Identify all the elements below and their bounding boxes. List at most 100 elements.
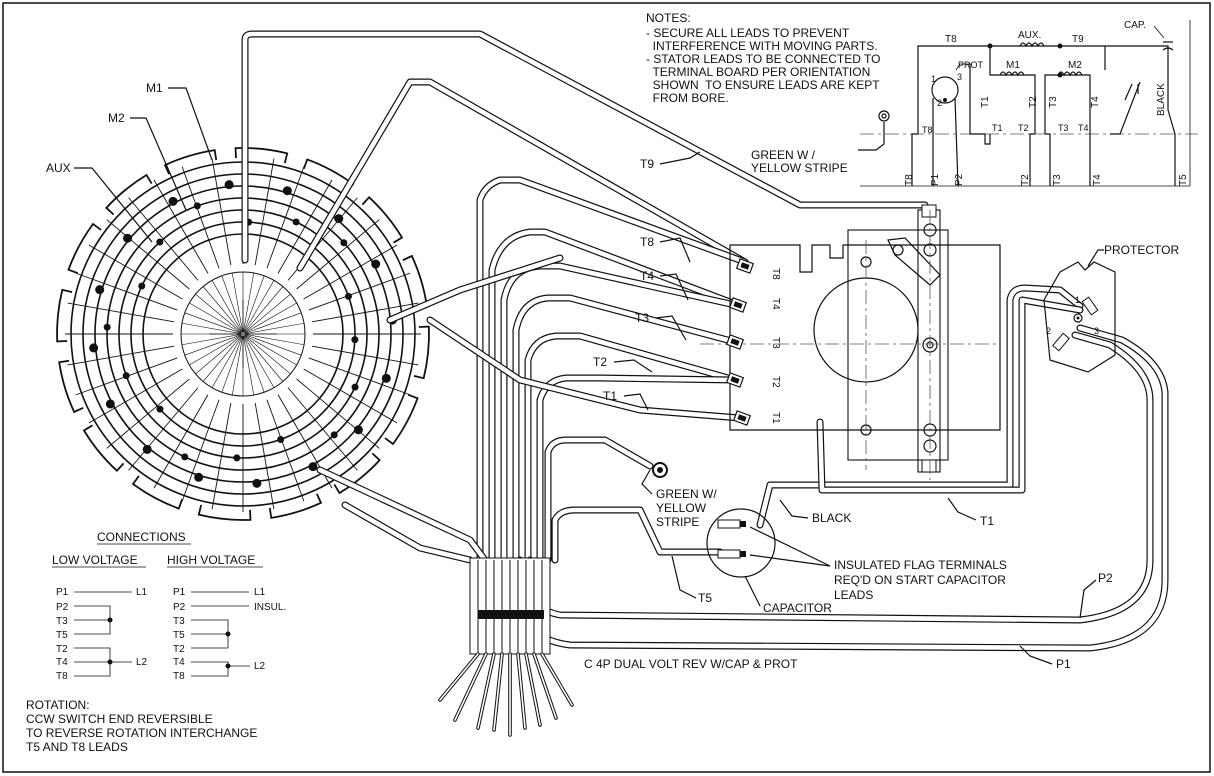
- t1-lower-leader: [947, 497, 977, 521]
- schem-mark-t3: T3: [1058, 123, 1069, 133]
- capacitor-label: CAPACITOR: [763, 601, 832, 615]
- lead-p1-label: P1: [1056, 657, 1071, 671]
- board-t3-label: T3: [770, 337, 781, 349]
- schem-m1-label: M1: [1006, 60, 1020, 71]
- m2-leader: [130, 117, 187, 211]
- insulated-label-2: REQ'D ON START CAPACITOR: [834, 573, 1006, 587]
- insulated-label-1: INSULATED FLAG TERMINALS: [834, 558, 1007, 572]
- stator-windings: [56, 147, 430, 521]
- green-mid-label-2: YELLOW: [656, 501, 707, 515]
- black-leader: [779, 499, 809, 519]
- schem-mark-t2: T2: [1018, 123, 1029, 133]
- t4-leader: [659, 273, 689, 301]
- insulated-label-3: LEADS: [834, 588, 873, 602]
- schem-aux-label: AUX.: [1018, 30, 1041, 41]
- low-t5: T5: [56, 630, 68, 641]
- schem-pin-2: 2: [937, 98, 942, 108]
- note-line-4: TERMINAL BOARD PER ORIENTATION: [646, 65, 870, 79]
- rotation-line-1: CCW SWITCH END REVERSIBLE: [26, 712, 213, 726]
- lead-t8-label: T8: [640, 235, 654, 249]
- low-t2: T2: [56, 644, 68, 655]
- schem-mark-t4: T4: [1078, 123, 1089, 133]
- schem-bottom-t3: T3: [1052, 174, 1063, 186]
- p2-leader: [1079, 579, 1097, 619]
- m1-leader: [168, 87, 213, 161]
- green-top-label-1: GREEN W /: [751, 148, 816, 162]
- notes-title: NOTES:: [646, 11, 691, 25]
- schem-vert-t3: T3: [1048, 96, 1059, 108]
- protector-pin-2: 2: [1046, 326, 1051, 336]
- schem-bottom-t5: T5: [1178, 174, 1189, 186]
- schem-top-t8: T8: [945, 34, 957, 45]
- schem-bottom-p2: P2: [954, 173, 965, 186]
- high-t4: T4: [173, 657, 185, 668]
- rotation-title: ROTATION:: [26, 698, 90, 712]
- stator-m1-label: M1: [146, 81, 163, 95]
- start-capacitor: [706, 508, 776, 578]
- schem-cap-label: CAP.: [1124, 20, 1146, 31]
- schem-bottom-t2: T2: [1020, 174, 1031, 186]
- schem-black-label: BLACK: [1156, 83, 1167, 116]
- t1-leader: [623, 393, 649, 411]
- lead-t4-label: T4: [640, 269, 654, 283]
- insulated-leader-1: [749, 526, 831, 567]
- lead-bundle: [438, 557, 574, 737]
- stator-aux-label: AUX: [46, 161, 71, 175]
- connections-title: CONNECTIONS: [97, 530, 186, 544]
- t8-leader: [659, 237, 691, 263]
- lead-t1-label: T1: [603, 389, 617, 403]
- lead-t1-lower-label: T1: [980, 514, 994, 528]
- t3-leader: [655, 315, 687, 341]
- protector-leader: [1087, 249, 1104, 267]
- note-line-3: - STATOR LEADS TO BE CONNECTED TO: [646, 52, 881, 66]
- t5-leader: [671, 555, 697, 599]
- high-insul: INSUL.: [254, 602, 286, 613]
- schem-m2-label: M2: [1068, 60, 1082, 71]
- high-t3: T3: [173, 616, 185, 627]
- schematic-diagram: [860, 20, 1198, 187]
- capacitor-leader: [744, 575, 761, 607]
- board-t1-label: T1: [770, 412, 781, 424]
- low-t3: T3: [56, 616, 68, 627]
- low-l1: L1: [136, 587, 148, 598]
- board-t4-label: T4: [770, 298, 781, 310]
- high-t2: T2: [173, 644, 185, 655]
- lead-t2-label: T2: [593, 355, 607, 369]
- low-t8: T8: [56, 671, 68, 682]
- board-t2-label: T2: [770, 376, 781, 388]
- schem-bottom-t4: T4: [1092, 174, 1103, 186]
- green-top-leader: [858, 122, 885, 151]
- lead-t5-label: T5: [698, 591, 712, 605]
- low-p2: P2: [56, 602, 69, 613]
- schem-bottom-p1: P1: [930, 173, 941, 186]
- green-mid-label-3: STRIPE: [656, 515, 699, 529]
- lead-black-label: BLACK: [812, 511, 851, 525]
- connections-table: CONNECTIONS LOW VOLTAGE HIGH VOLTAGE P1 …: [52, 530, 286, 682]
- lead-p2-label: P2: [1098, 571, 1113, 585]
- board-terminals: [725, 258, 755, 426]
- lead-t9-label: T9: [640, 157, 654, 171]
- protector-pin-3: 3: [1094, 326, 1099, 336]
- schem-top-t9: T9: [1072, 34, 1084, 45]
- note-line-1: - SECURE ALL LEADS TO PREVENT: [646, 26, 850, 40]
- terminal-board: [700, 204, 1001, 480]
- note-line-5: SHOWN TO ENSURE LEADS ARE KEPT: [646, 78, 880, 92]
- schem-vert-t4: T4: [1090, 96, 1101, 108]
- high-t5: T5: [173, 630, 185, 641]
- high-l2: L2: [254, 661, 266, 672]
- low-l2: L2: [136, 657, 148, 668]
- board-t8-label: T8: [770, 268, 781, 280]
- high-p1: P1: [173, 587, 186, 598]
- t2-leader: [613, 359, 653, 373]
- stator-m2-label: M2: [108, 111, 125, 125]
- schem-pin-1: 1: [931, 74, 936, 84]
- green-mid-leader: [641, 469, 653, 495]
- rotation-line-3: T5 AND T8 LEADS: [26, 740, 128, 754]
- lead-t3-label: T3: [635, 311, 649, 325]
- high-p2: P2: [173, 602, 186, 613]
- low-t4: T4: [56, 657, 68, 668]
- protector-pin-1: 1: [1075, 295, 1080, 305]
